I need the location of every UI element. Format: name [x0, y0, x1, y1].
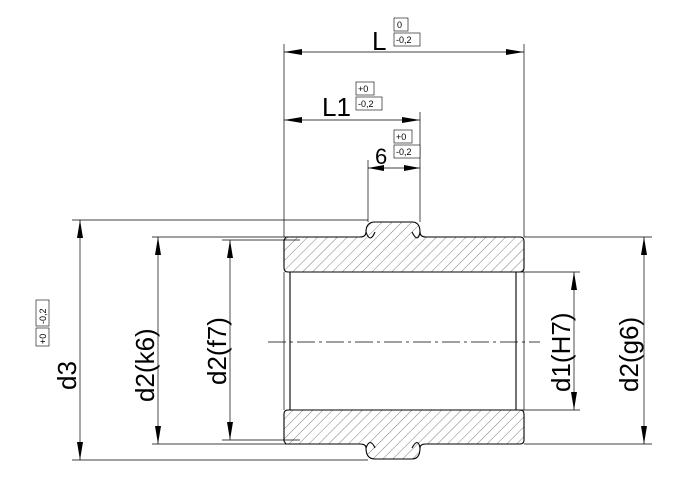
- dim-L-tol-lower-box: [393, 32, 421, 47]
- dim-groove: 6 +0 -0,2: [368, 129, 421, 171]
- dim-L1-tol-lower: -0,2: [358, 99, 374, 109]
- dim-d3-tol-lower-box: [35, 299, 50, 327]
- top-wall-section: [283, 221, 525, 273]
- dim-L1-tol-upper: +0: [358, 84, 368, 94]
- dim-L1-tol-lower-box: [355, 96, 383, 111]
- dim-L-tol-upper: 0: [397, 20, 402, 30]
- dim-L1: L1 +0 -0,2: [284, 81, 420, 123]
- bottom-groove: [365, 441, 421, 449]
- dim-groove-tol-upper-box: [393, 129, 413, 144]
- dim-groove-tol-lower-box: [393, 144, 421, 159]
- dim-L-label: L: [372, 26, 386, 56]
- dim-d2-g6-label: d2(g6): [614, 317, 644, 392]
- bottom-wall-section: [283, 409, 525, 460]
- top-groove: [365, 231, 421, 239]
- dim-d3-tol-upper-box: [35, 327, 50, 347]
- dim-d2-k6: d2(k6): [130, 237, 161, 444]
- dim-groove-tol-upper: +0: [396, 132, 406, 142]
- dim-d3-label: d3: [52, 361, 82, 390]
- dim-groove-tol-lower: -0,2: [396, 147, 412, 157]
- dim-d3-tol-upper: +0: [38, 334, 48, 344]
- dim-d1-h7-label: d1(H7): [546, 313, 576, 392]
- dim-d3-tol-lower: -0,2: [38, 308, 48, 324]
- dim-L: L 0 -0,2: [284, 17, 524, 56]
- dim-d2-g6: d2(g6): [614, 237, 647, 444]
- dim-groove-label: 6: [375, 144, 387, 169]
- dim-L1-tol-upper-box: [355, 81, 375, 96]
- dim-L-tol-lower: -0,2: [396, 35, 412, 45]
- dim-L1-label: L1: [322, 92, 351, 122]
- dim-d1-h7: d1(H7): [546, 272, 577, 410]
- dim-L-tol-upper-box: [393, 17, 409, 32]
- dim-d3: d3 +0 -0,2: [35, 220, 83, 460]
- dim-d2-f7: d2(f7): [202, 240, 233, 440]
- dim-d2-k6-label: d2(k6): [130, 328, 160, 402]
- dim-d2-f7-label: d2(f7): [202, 317, 232, 385]
